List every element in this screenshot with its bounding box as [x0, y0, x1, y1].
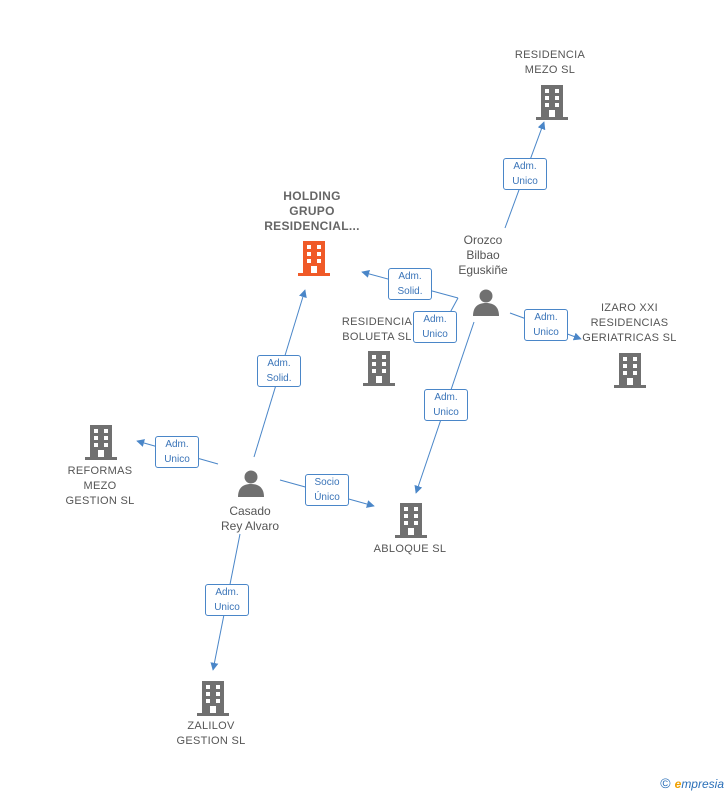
company-name[interactable]: IZARO XXI RESIDENCIAS GERIATRICAS SL — [582, 302, 677, 344]
company-name[interactable]: ABLOQUE SL — [373, 543, 447, 555]
edge-label-orozco-residencia-bolueta[interactable]: Adm. Unico — [413, 311, 457, 343]
edge-label-orozco-residencia-mezo[interactable]: Adm. Unico — [503, 158, 547, 190]
person-name[interactable]: Orozco Bilbao Eguskiñe — [458, 233, 508, 277]
building-icon — [363, 351, 395, 386]
building-icon — [395, 503, 427, 538]
edge-label-casado-abloque[interactable]: Socio Único — [305, 474, 349, 506]
building-icon — [197, 681, 229, 716]
edge-label-orozco-abloque[interactable]: Adm. Unico — [424, 389, 468, 421]
edge-label-casado-holding[interactable]: Adm. Solid. — [257, 355, 301, 387]
brand-initial: e — [674, 777, 682, 791]
company-name[interactable]: ZALILOV GESTION SL — [176, 720, 246, 747]
company-name[interactable]: REFORMAS MEZO GESTION SL — [65, 465, 135, 507]
edge-label-orozco-holding[interactable]: Adm. Solid. — [388, 268, 432, 300]
person-icon — [473, 289, 499, 316]
building-icon — [614, 353, 646, 388]
company-name[interactable]: RESIDENCIA BOLUETA SL — [341, 316, 413, 343]
building-icon — [536, 85, 568, 120]
edge-label-orozco-izaro[interactable]: Adm. Unico — [524, 309, 568, 341]
copyright-icon: © — [660, 775, 671, 791]
person-name[interactable]: Casado Rey Alvaro — [220, 504, 280, 533]
edge-label-casado-zalilov[interactable]: Adm. Unico — [205, 584, 249, 616]
company-name[interactable]: HOLDING GRUPO RESIDENCIAL... — [264, 189, 360, 233]
building-icon — [298, 241, 330, 276]
brand-name: mpresia — [681, 777, 724, 791]
person-icon — [238, 470, 264, 497]
brand-footer[interactable]: ©empresia — [660, 775, 724, 791]
company-name[interactable]: RESIDENCIA MEZO SL — [514, 49, 586, 76]
edge-label-casado-reformas[interactable]: Adm. Unico — [155, 436, 199, 468]
building-icon — [85, 425, 117, 460]
